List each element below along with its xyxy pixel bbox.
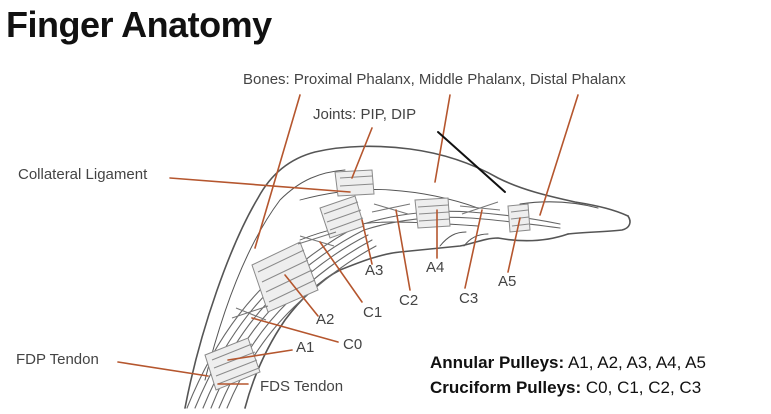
leader-c3 (464, 209, 483, 289)
knuckle-crease-b (463, 233, 489, 247)
a3-label: A3 (365, 262, 384, 279)
pulley-c3 (459, 201, 501, 215)
pulley-a5 (507, 203, 531, 233)
pulley-c0 (231, 305, 269, 321)
legend-annular-label: Annular Pulleys: (430, 353, 565, 372)
finger-palmar-edge (244, 233, 569, 409)
a1-label: A1 (296, 339, 315, 356)
collateral-ligament (334, 169, 375, 197)
leader-c0 (251, 317, 339, 343)
leader-c2 (395, 209, 411, 291)
c0-label: C0 (343, 336, 363, 353)
finger-outline (184, 145, 631, 409)
legend-annular: Annular Pulleys: A1, A2, A3, A4, A5 (430, 353, 706, 373)
leader-a1 (227, 349, 293, 361)
joints-label: Joints: PIP, DIP (313, 106, 417, 123)
nail-line (519, 201, 599, 209)
pulley-c1 (297, 231, 337, 247)
leader-collateral (169, 177, 351, 193)
leader-a5 (507, 217, 521, 273)
pulley-a2 (251, 241, 319, 313)
legend-cruciform-label: Cruciform Pulleys: (430, 378, 582, 397)
leader-bones-distal (539, 94, 579, 216)
leader-a3 (361, 219, 373, 265)
leader-c1 (319, 241, 363, 303)
a4-label: A4 (426, 259, 445, 276)
pulley-c2 (371, 203, 411, 215)
fdp-tendon-label: FDP Tendon (16, 351, 99, 368)
c1-label: C1 (363, 304, 383, 321)
leader-a2 (284, 274, 319, 317)
dorsal-skin-line (204, 169, 346, 381)
a5-label: A5 (498, 273, 517, 290)
c2-label: C2 (399, 292, 419, 309)
legend-annular-values: A1, A2, A3, A4, A5 (567, 353, 706, 372)
leader-bones-proximal (254, 94, 301, 249)
knuckle-crease-a (439, 231, 467, 247)
a2-label: A2 (316, 311, 335, 328)
legend-cruciform: Cruciform Pulleys: C0, C1, C2, C3 (430, 378, 701, 398)
cruciform-pulleys (231, 201, 501, 321)
finger-dorsal-edge (184, 145, 629, 409)
leader-joints-pip (351, 127, 373, 179)
leader-lines (117, 94, 579, 385)
legend-cruciform-values: C0, C1, C2, C3 (585, 378, 702, 397)
leader-joints-dip (437, 131, 506, 193)
leader-fdp (117, 361, 209, 377)
bones-label: Bones: Proximal Phalanx, Middle Phalanx,… (243, 71, 626, 88)
phalanx-contour-b (299, 221, 479, 241)
finger-tip (567, 215, 631, 235)
pulley-a3 (319, 195, 365, 239)
collateral-ligament-label: Collateral Ligament (18, 166, 148, 183)
phalanx-contour-a (299, 189, 479, 209)
pulley-a4 (414, 197, 451, 229)
leader-bones-middle (434, 94, 451, 183)
page-title: Finger Anatomy (6, 4, 272, 45)
c3-label: C3 (459, 290, 479, 307)
fds-tendon-label: FDS Tendon (260, 378, 344, 395)
pulley-a1 (204, 337, 261, 391)
